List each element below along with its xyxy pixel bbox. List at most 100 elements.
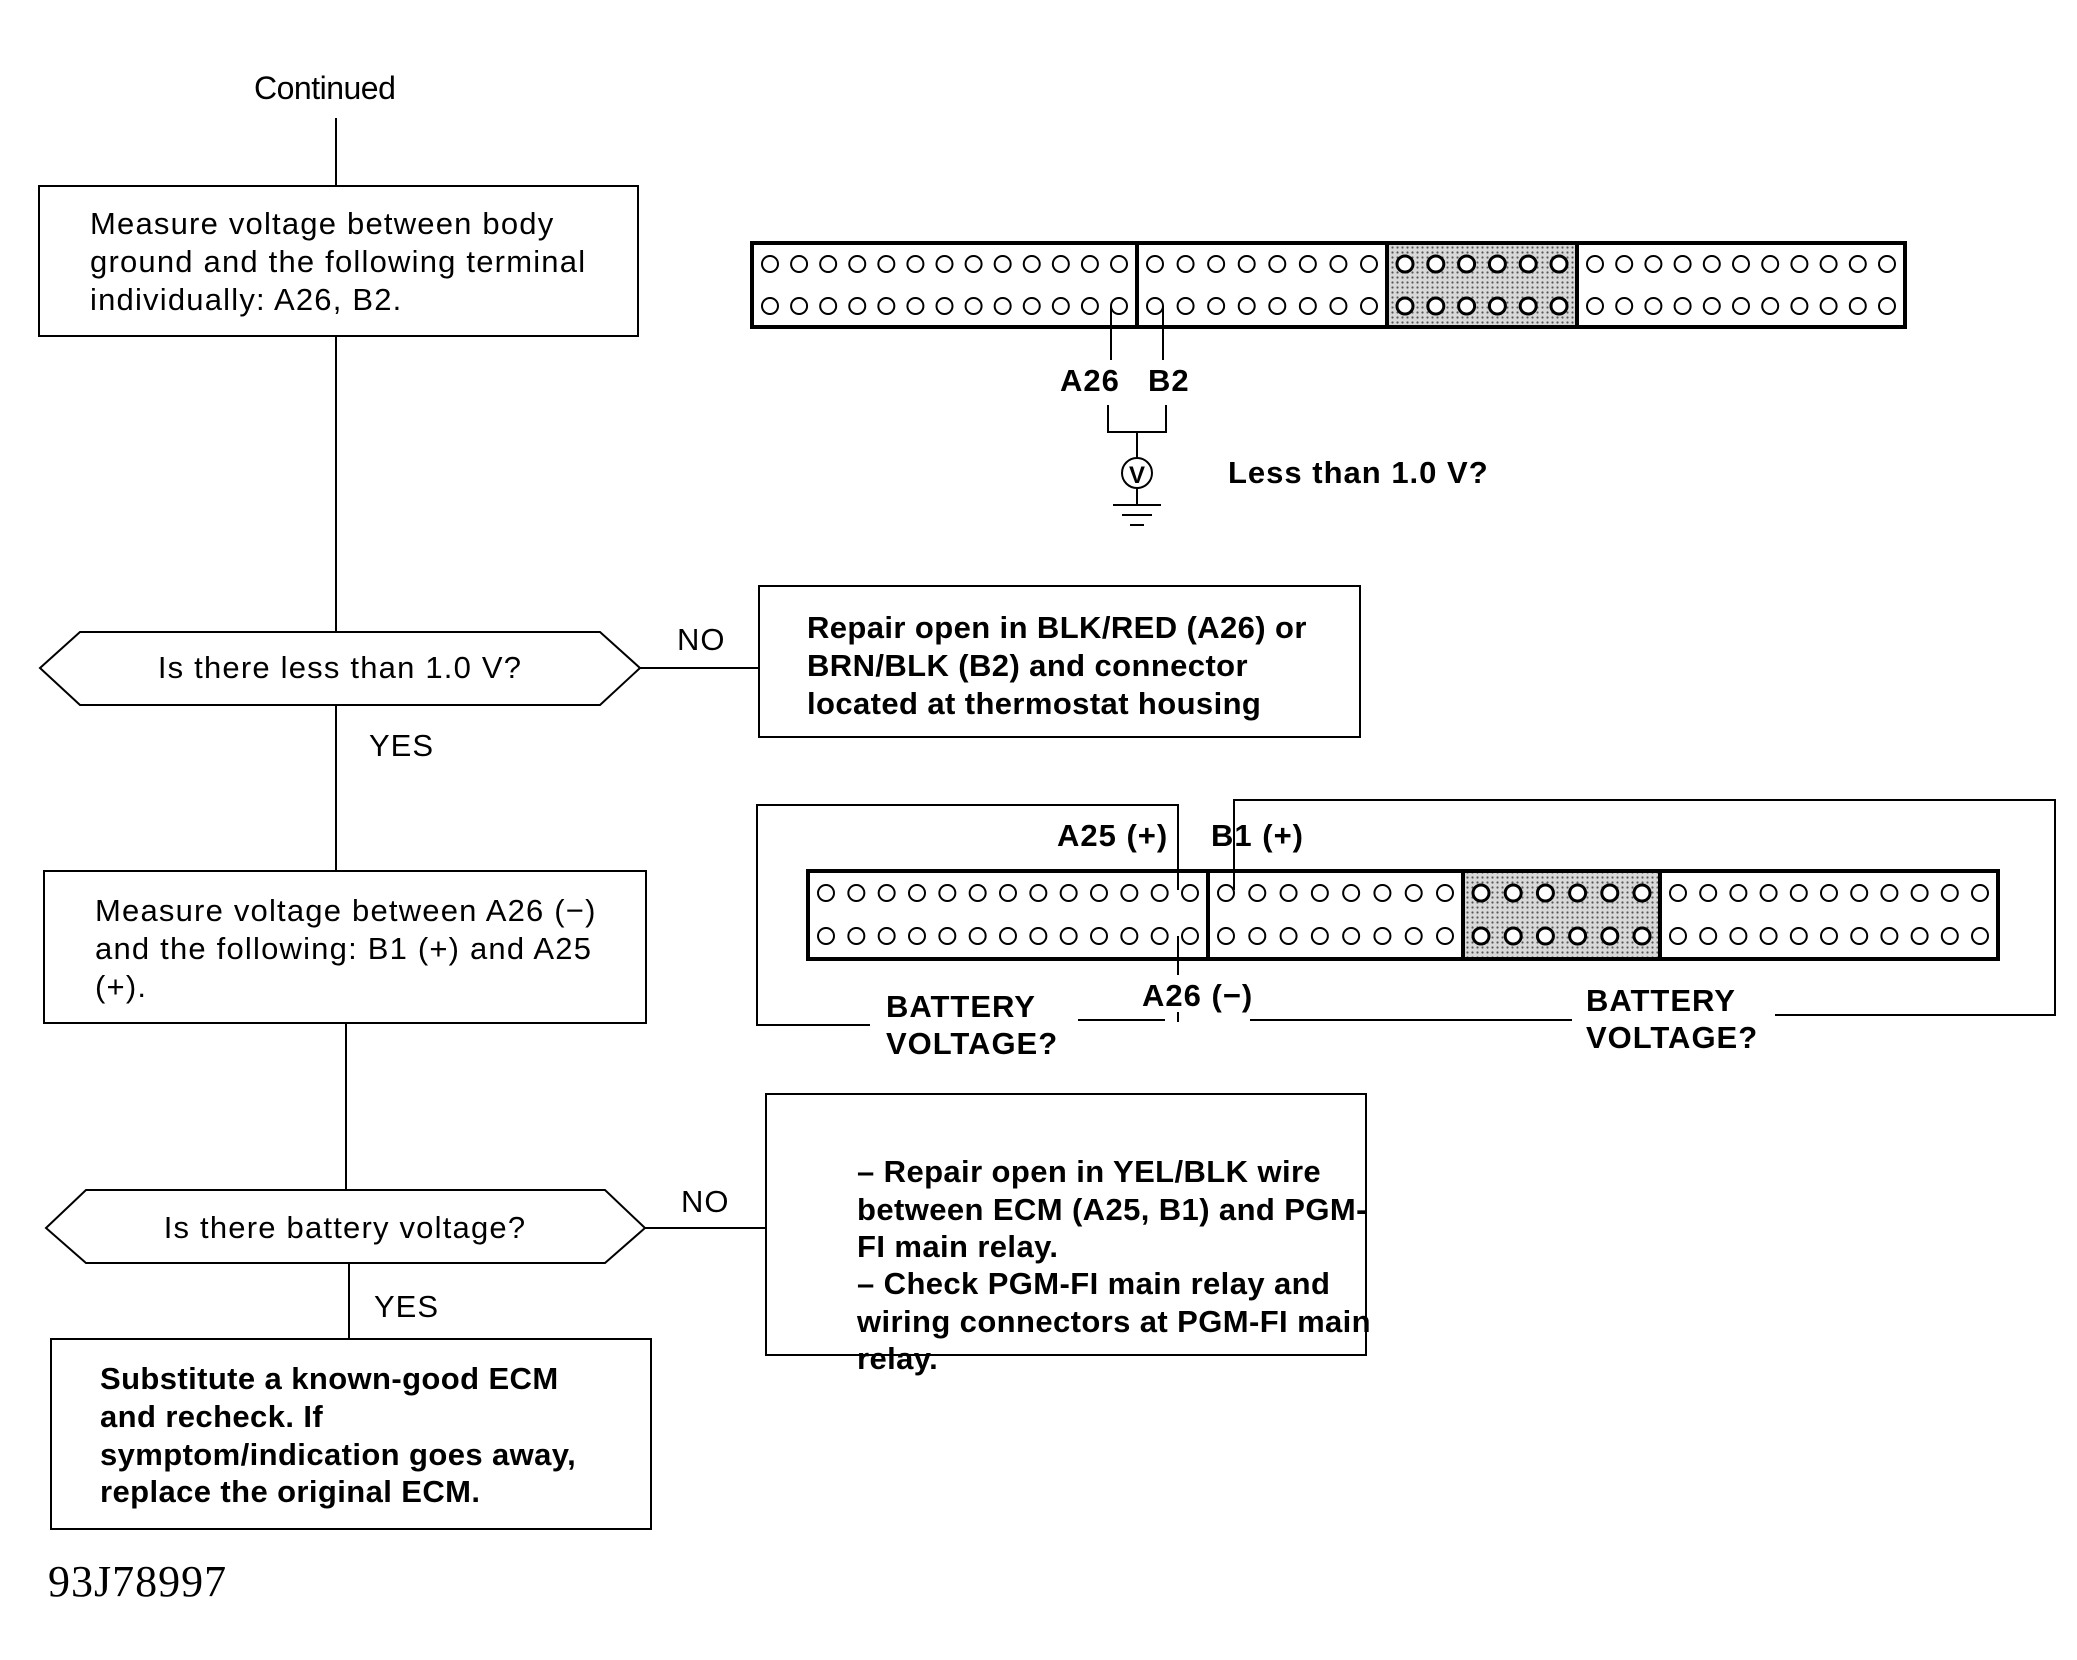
connector-pin [1487, 254, 1507, 274]
connector-pin [1644, 255, 1663, 273]
battery-voltage-right-label: BATTERY VOLTAGE? [1586, 983, 1759, 1056]
connector-pin [1487, 296, 1507, 316]
connector-pin [999, 927, 1017, 945]
connector-pin [1568, 926, 1588, 946]
connector-pin [1471, 926, 1491, 946]
connector-pin [1820, 927, 1838, 945]
connector-pin [1848, 297, 1867, 315]
connector-pin [1699, 884, 1718, 902]
connector-pin [1699, 927, 1718, 945]
connector-pin [1176, 297, 1195, 315]
connector-pin [1503, 883, 1523, 903]
connector-pin [908, 884, 926, 902]
connector-pin [1279, 884, 1298, 902]
connector-pin [1518, 254, 1538, 274]
battery-voltage-left-label: BATTERY VOLTAGE? [886, 989, 1059, 1062]
connector-pin [1848, 255, 1867, 273]
connector-pin [1940, 884, 1959, 902]
connector-pin [1150, 884, 1169, 902]
connector-pin [1457, 254, 1477, 274]
connector-pin [1181, 884, 1199, 902]
connector-pin [1090, 884, 1108, 902]
step2-text: Measure voltage between A26 (−) and the … [95, 893, 597, 1004]
connector-pin [938, 927, 957, 945]
connector-pin [1549, 296, 1569, 316]
connector-pin [1790, 255, 1809, 273]
connector-body [750, 241, 1907, 329]
connector-pin [1615, 255, 1634, 273]
connector-pin [1850, 884, 1869, 902]
connector-pin [1120, 884, 1139, 902]
connector-pin [1673, 297, 1692, 315]
connector-pin [968, 884, 987, 902]
connector-pin [819, 255, 838, 273]
repair2-item2: – Check PGM-FI main relay and wiring con… [817, 1227, 1387, 1378]
connector-pin [1248, 927, 1267, 945]
connector-pin [1329, 297, 1348, 315]
diagram1-question: Less than 1.0 V? [1228, 455, 1489, 490]
connector-pin [1360, 255, 1378, 273]
connector-pin [1022, 255, 1041, 273]
connector-pin [761, 255, 779, 273]
connector-pin [1404, 884, 1423, 902]
connector-pin [935, 297, 954, 315]
connector-pin [935, 255, 954, 273]
connector-pin [1940, 927, 1959, 945]
connector-pin [1181, 927, 1199, 945]
final-text: Substitute a known-good ECM and recheck.… [100, 1361, 577, 1510]
connector-pin [1090, 927, 1108, 945]
connector-pin [1878, 255, 1896, 273]
connector-pin [1702, 297, 1721, 315]
connector-pin [1395, 254, 1415, 274]
connector-pin [1761, 297, 1780, 315]
connector-diagram-1: V [750, 241, 1907, 526]
connector-shaded-section [1465, 873, 1658, 957]
connector-pin [1761, 255, 1780, 273]
connector-pin [1759, 927, 1778, 945]
decision2-hexagon [44, 1189, 647, 1264]
decision2-yes-label: YES [374, 1289, 440, 1324]
connector-pin [819, 297, 838, 315]
connector-pin [993, 255, 1012, 273]
connector-pin [1150, 927, 1169, 945]
meter-loop-right [1233, 799, 2056, 1016]
connector-pin [1732, 255, 1750, 273]
connector-pin [1850, 927, 1869, 945]
dash-icon: – [857, 1153, 884, 1189]
connector-pin [1615, 297, 1634, 315]
connector-pin [1436, 884, 1454, 902]
connector-pin [1373, 884, 1392, 902]
connector-pin [1395, 296, 1415, 316]
connector-body [806, 869, 2000, 961]
connector-pin [1110, 297, 1128, 315]
connector-shaded-section [1389, 245, 1575, 325]
step1-text: Measure voltage between body ground and … [90, 206, 587, 317]
connector-pin [938, 884, 957, 902]
terminal-a26-label: A26 [1060, 363, 1120, 398]
connector-pin [1819, 255, 1838, 273]
connector-pin [968, 927, 987, 945]
connector-pin [877, 884, 896, 902]
connector-pin [1600, 883, 1620, 903]
connector-pin [1457, 296, 1477, 316]
terminal-a25-label: A25 (+) [1057, 818, 1169, 853]
connector-pin [1673, 255, 1692, 273]
connector-pin [1535, 883, 1555, 903]
connector-pin [908, 927, 926, 945]
connector-pin [1217, 927, 1235, 945]
step1-box: Measure voltage between body ground and … [38, 185, 639, 337]
dash-icon: – [857, 1265, 884, 1301]
connector-pin [1080, 297, 1099, 315]
connector-pin [1110, 255, 1128, 273]
connector-pin [1971, 927, 1989, 945]
connector-pin [1268, 297, 1287, 315]
repair1-text: Repair open in BLK/RED (A26) or BRN/BLK … [807, 610, 1307, 721]
connector-pin [1207, 297, 1226, 315]
connector-pin [906, 297, 925, 315]
connector-pin [1080, 255, 1099, 273]
decision1-yes-label: YES [369, 728, 435, 763]
connector-pin [847, 884, 866, 902]
connector-pin [1404, 927, 1423, 945]
